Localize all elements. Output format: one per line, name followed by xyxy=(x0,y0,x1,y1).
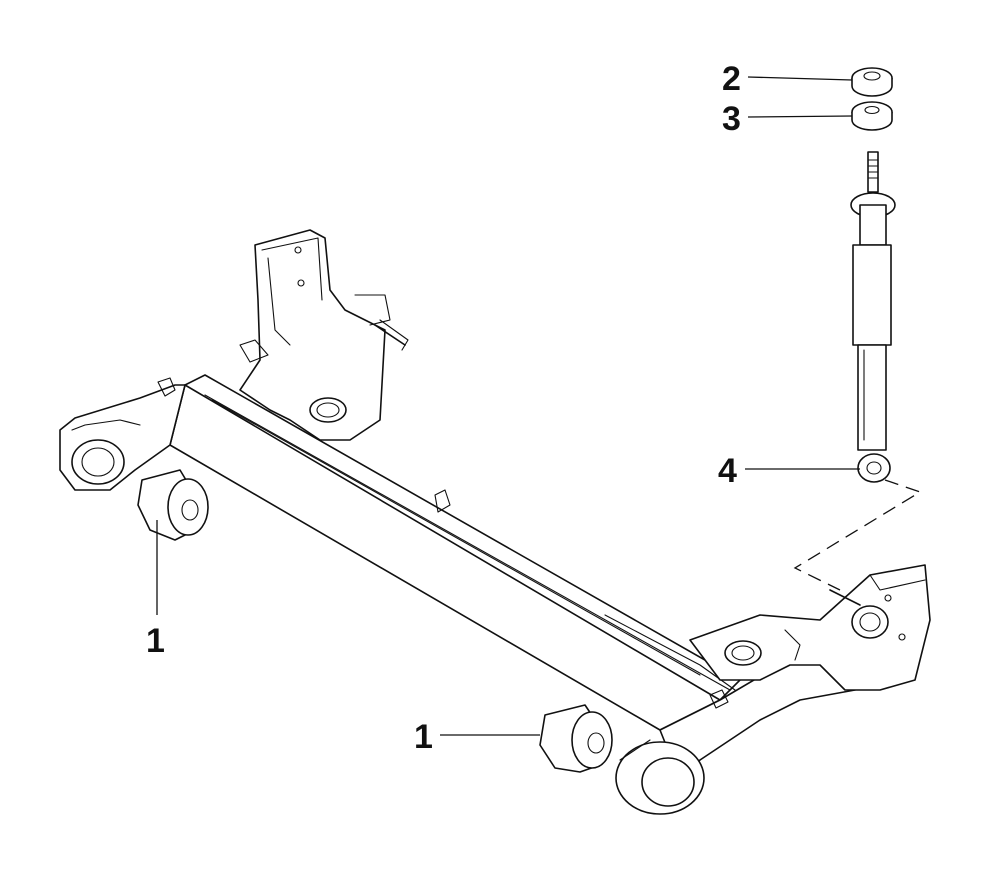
callout-washer: 3 xyxy=(722,100,741,138)
leader-top-cup xyxy=(747,76,853,81)
top-cup-part xyxy=(851,67,893,97)
shock-absorber xyxy=(850,151,896,483)
washer-part xyxy=(851,101,893,131)
alignment-dashes xyxy=(793,479,922,591)
callout-bushing-left: 1 xyxy=(146,622,165,660)
right-trailing-arm xyxy=(615,639,856,815)
callout-lower-bushing: 4 xyxy=(718,452,737,490)
callout-labels: 1 2 3 4 1 xyxy=(146,60,741,756)
left-shock-tower xyxy=(239,229,409,441)
callout-bushing-right: 1 xyxy=(414,718,433,756)
leader-lines xyxy=(156,76,860,736)
callout-top-cup: 2 xyxy=(722,60,741,98)
bushing-right-part xyxy=(539,704,613,773)
right-shock-bracket xyxy=(689,564,931,691)
leader-washer xyxy=(747,115,853,118)
left-trailing-arm xyxy=(59,377,186,491)
axle-beam xyxy=(169,374,741,731)
bushing-left-part xyxy=(137,469,209,541)
